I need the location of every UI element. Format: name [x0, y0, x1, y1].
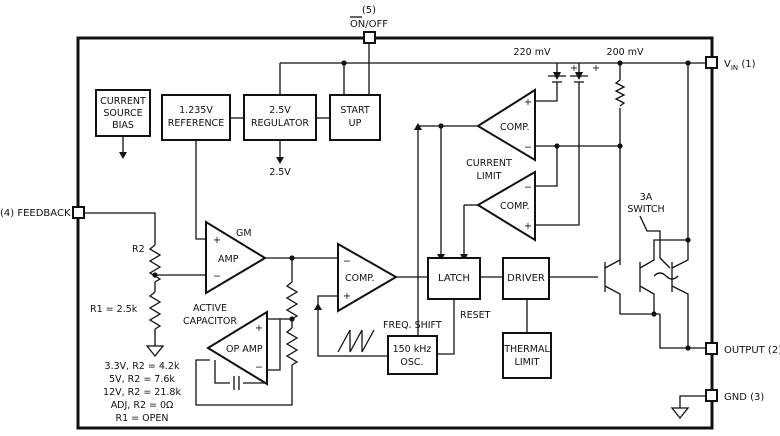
output-option-row: 3.3V, R2 = 4.2k	[105, 361, 180, 372]
oscillator-block	[387, 335, 438, 375]
oscillator-label-2: OSC.	[400, 357, 423, 368]
freq-shift-label: FREQ. SHIFT	[383, 320, 442, 331]
current-comparator-1-triangle	[476, 88, 536, 162]
sense-200mv-plus: +	[592, 63, 600, 74]
r1-label: R1 = 2.5k	[90, 304, 138, 315]
startup-label-2: UP	[349, 118, 362, 129]
bias-label-3: BIAS	[112, 120, 134, 131]
current-comparator-2-plus: +	[524, 221, 532, 232]
gm-amp-triangle	[205, 220, 267, 295]
feedback-pin-label: (4) FEEDBACK	[0, 208, 71, 219]
thermal-limit-label-1: THERMAL	[503, 344, 550, 355]
current-comparator-1-label: COMP.	[500, 122, 530, 133]
output-option-row: 5V, R2 = 7.6k	[109, 374, 175, 385]
op-amp-minus: −	[255, 362, 263, 373]
op-amp-plus: +	[255, 323, 263, 334]
thermal-limit-label-2: LIMIT	[515, 357, 540, 368]
pin-output[interactable]	[705, 342, 718, 355]
driver-label: DRIVER	[507, 273, 545, 284]
vin-pin-label-sub: IN	[731, 64, 738, 72]
output-pin-label: OUTPUT (2)	[724, 345, 780, 356]
switch-label-2: SWITCH	[627, 204, 664, 215]
current-limit-label-1: CURRENT	[466, 158, 512, 169]
bias-label-2: SOURCE	[103, 108, 142, 119]
regulator-label-2: REGULATOR	[251, 118, 309, 129]
onoff-pin-number: (5)	[362, 5, 376, 16]
ramp-waveform	[337, 329, 375, 353]
latch-block	[427, 257, 481, 300]
pwm-comparator-plus: +	[343, 291, 351, 302]
ground-symbol-feedback	[145, 345, 165, 358]
current-comparator-2-label: COMP.	[500, 201, 530, 212]
r2-label: R2	[132, 244, 145, 255]
gm-label: GM	[236, 228, 252, 239]
sense-200mv-label: 200 mV	[607, 47, 644, 58]
ground-symbol-gnd	[670, 407, 690, 420]
v25-output-label: 2.5V	[269, 167, 291, 178]
current-comparator-1-minus: −	[524, 142, 532, 153]
reference-label-1: 1.235V	[179, 105, 213, 116]
current-comparator-1-plus: +	[524, 97, 532, 108]
pwm-comparator-minus: −	[343, 256, 351, 267]
op-amp-label: OP AMP	[226, 344, 263, 355]
thermal-limit-block	[502, 332, 552, 379]
output-option-row: ADJ, R2 = 0Ω	[111, 400, 174, 411]
regulator-label-1: 2.5V	[269, 105, 291, 116]
wires	[84, 44, 706, 408]
pin-onoff[interactable]	[363, 31, 376, 44]
reference-block	[161, 94, 231, 141]
latch-label: LATCH	[438, 273, 470, 284]
reset-label: RESET	[460, 310, 491, 321]
output-option-row: 12V, R2 = 21.8k	[103, 387, 181, 398]
startup-block	[329, 94, 381, 141]
pwm-comparator-label: COMP.	[345, 273, 375, 284]
onoff-pin-label: ON/OFF	[350, 19, 388, 30]
startup-label-1: START	[340, 105, 370, 116]
junctions	[152, 60, 691, 351]
current-comparator-2-minus: −	[524, 182, 532, 193]
pwm-comparator-triangle	[337, 242, 398, 313]
bias-label-1: CURRENT	[100, 96, 146, 107]
output-option-row: R1 = OPEN	[116, 413, 169, 424]
active-capacitor-label-2: CAPACITOR	[183, 316, 237, 327]
sense-220mv-label: 220 mV	[514, 47, 551, 58]
vin-pin-label-num: (1)	[741, 59, 755, 70]
oscillator-label-1: 150 kHz	[393, 344, 432, 355]
regulator-block	[243, 94, 317, 141]
active-capacitor-label-1: ACTIVE	[193, 303, 227, 314]
output-voltage-table: 3.3V, R2 = 4.2k 5V, R2 = 7.6k 12V, R2 = …	[103, 361, 181, 424]
gm-amp-minus: −	[213, 271, 221, 282]
pin-vin[interactable]	[705, 56, 718, 69]
gm-amp-plus: +	[213, 235, 221, 246]
reference-label-2: REFERENCE	[168, 118, 224, 129]
pin-gnd[interactable]	[705, 389, 718, 402]
vin-pin-label: VIN (1)	[724, 59, 756, 72]
current-comparator-2-triangle	[476, 170, 536, 242]
pin-feedback[interactable]	[72, 206, 85, 219]
gm-amp-label: AMP	[218, 254, 239, 265]
chip-outline	[76, 36, 714, 430]
bias-block	[95, 89, 151, 137]
switch-label-1: 3A	[640, 192, 653, 203]
vin-pin-label-v: V	[724, 59, 731, 70]
current-limit-label-2: LIMIT	[477, 171, 502, 182]
driver-block	[502, 257, 550, 300]
sense-220mv-plus: +	[570, 63, 578, 74]
op-amp-triangle	[206, 310, 268, 386]
gnd-pin-label: GND (3)	[724, 392, 764, 403]
